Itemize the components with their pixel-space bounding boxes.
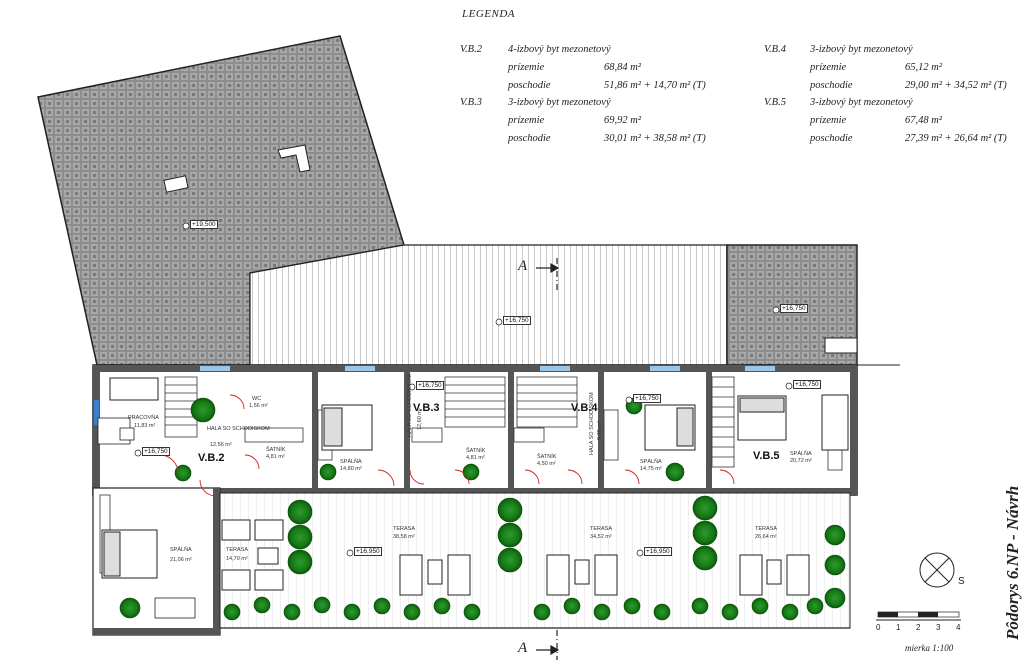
room-name: TERASA (755, 526, 778, 532)
legend-ground-label: prízemie (810, 62, 847, 73)
room-name: ŠATNÍK (266, 447, 286, 453)
room-name: HALA SO SCHODISKOM (207, 426, 270, 432)
legend-upper-label: poschodie (508, 80, 551, 91)
compass-letter: S (958, 576, 965, 587)
unit-label-vb2: V.B.2 (198, 452, 225, 464)
section-marker-bottom: A (518, 640, 528, 656)
sheet-title: Pôdorys 6.NP - Návrh (1003, 485, 1022, 640)
level-terrace: +16,950 (644, 547, 672, 557)
level-unit: +16,750 (633, 394, 661, 404)
room-area: 14,70 m² (226, 556, 248, 562)
room-name: ŠATNÍK (537, 454, 557, 460)
level-unit: +16,750 (142, 447, 170, 457)
scale-tick: 1 (896, 623, 901, 632)
scale-tick: 2 (916, 623, 921, 632)
legend-upper-value: 51,86 m² + 14,70 m² (T) (604, 80, 706, 91)
room-area: 4,81 m² (266, 454, 285, 460)
level-unit: +16,750 (416, 381, 444, 391)
legend-ground-label: prízemie (508, 62, 545, 73)
level-terrace: +16,950 (354, 547, 382, 557)
room-name: ŠATNÍK (466, 448, 486, 454)
room-area: 1,56 m² (249, 403, 268, 409)
trees (119, 397, 846, 621)
legend-code: V.B.5 (764, 97, 786, 108)
room-area: 38,58 m² (393, 534, 415, 540)
level-roof-left: +19,500 (190, 220, 218, 230)
legend-type: 3-izbový byt mezonetový (810, 44, 913, 55)
room-area: 4,50 m² (537, 461, 556, 467)
room-name: TERASA (226, 547, 249, 553)
legend-ground-value: 69,92 m² (604, 115, 641, 126)
room-name: PRACOVŇA (128, 415, 159, 421)
legend-title: LEGENDA (462, 8, 515, 20)
room-area: 21,06 m² (170, 557, 192, 563)
room-area: 14,75 m² (640, 466, 662, 472)
level-roof-mid: +16,750 (503, 316, 531, 326)
scale-label: mierka 1:100 (905, 643, 954, 653)
legend-type: 3-izbový byt mezonetový (810, 97, 913, 108)
room-area: 12,56 m² (210, 442, 232, 448)
legend-ground-label: prízemie (810, 115, 847, 126)
room-area: 11,83 m² (134, 423, 156, 429)
scale-tick: 4 (956, 623, 961, 632)
legend-upper-value: 30,01 m² + 38,58 m² (T) (604, 133, 706, 144)
room-area: 9,76 m² (597, 421, 603, 440)
room-area: 34,52 m² (590, 534, 612, 540)
legend-ground-value: 67,48 m² (905, 115, 942, 126)
scale-tick: 3 (936, 623, 941, 632)
room-name: SPÁLŇA (170, 547, 192, 553)
legend-upper-value: 27,39 m² + 26,64 m² (T) (905, 133, 1007, 144)
north-arrow-icon (919, 552, 955, 588)
room-name: SPÁLŇA (790, 451, 812, 457)
room-name: WC (252, 396, 262, 402)
legend-upper-label: poschodie (810, 80, 853, 91)
legend-code: V.B.3 (460, 97, 482, 108)
scale-tick: 0 (876, 623, 881, 632)
scale-bar (876, 611, 961, 621)
legend-upper-label: poschodie (810, 133, 853, 144)
room-name: HALA SO SCHODISKOM (589, 392, 595, 455)
room-area: 12,60 m² (417, 408, 423, 430)
legend-ground-value: 65,12 m² (905, 62, 942, 73)
unit-label-vb3: V.B.3 (413, 402, 440, 414)
room-name: SPÁLŇA (340, 459, 362, 465)
legend-code: V.B.4 (764, 44, 786, 55)
level-roof-right: +16,750 (780, 304, 808, 314)
room-area: 14,80 m² (340, 466, 362, 472)
unit-label-vb5: V.B.5 (753, 450, 780, 462)
room-area: 4,81 m² (466, 455, 485, 461)
room-name: SPÁLŇA (640, 459, 662, 465)
legend-upper-label: poschodie (508, 133, 551, 144)
room-name: HALA SO SCHODISKOM (407, 374, 413, 437)
room-name: TERASA (393, 526, 416, 532)
legend-ground-label: prízemie (508, 115, 545, 126)
room-area: 26,64 m² (755, 534, 777, 540)
roof-middle (249, 244, 728, 366)
legend-type: 4-izbový byt mezonetový (508, 44, 611, 55)
legend-code: V.B.2 (460, 44, 482, 55)
unit-label-vb4: V.B.4 (571, 402, 598, 414)
section-marker-top: A (518, 258, 528, 274)
legend-type: 3-izbový byt mezonetový (508, 97, 611, 108)
legend-upper-value: 29,00 m² + 34,52 m² (T) (905, 80, 1007, 91)
legend-ground-value: 68,84 m² (604, 62, 641, 73)
room-name: TERASA (590, 526, 613, 532)
level-unit: +16,750 (793, 380, 821, 390)
room-area: 20,72 m² (790, 458, 812, 464)
